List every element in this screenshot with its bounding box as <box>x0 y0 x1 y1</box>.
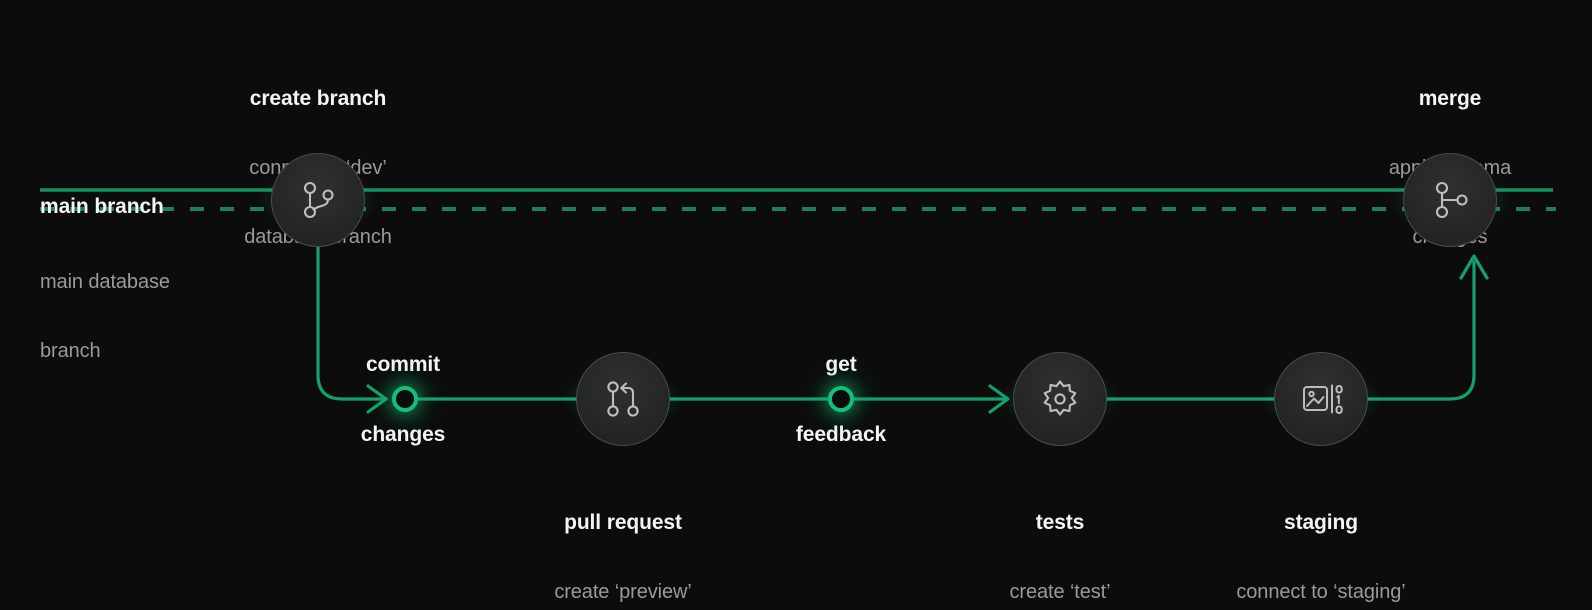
pull-request-subtitle-line1: create ‘preview’ <box>554 580 692 603</box>
node-create-branch[interactable] <box>271 153 365 247</box>
tests-title: tests <box>1035 510 1085 534</box>
label-commit-changes: commit changes <box>361 308 446 491</box>
main-database-branch-line1: main database <box>40 270 170 293</box>
image-binary-icon <box>1297 375 1345 423</box>
flow-tests-arrow <box>988 384 1010 414</box>
main-branch-label-text: main branch <box>40 194 164 218</box>
commit-changes-title-line1: commit <box>365 352 441 376</box>
staging-title: staging <box>1284 510 1358 534</box>
main-database-branch-line2: branch <box>40 339 101 362</box>
get-feedback-title-line1: get <box>825 352 857 376</box>
node-merge[interactable] <box>1403 153 1497 247</box>
gear-icon <box>1036 375 1084 423</box>
get-feedback-title-line2: feedback <box>795 422 887 446</box>
node-get-feedback[interactable] <box>828 386 854 412</box>
git-merge-icon <box>1426 176 1474 224</box>
git-pull-request-icon <box>599 375 647 423</box>
tests-subtitle-line1: create ‘test’ <box>1009 580 1111 603</box>
node-commit-changes[interactable] <box>392 386 418 412</box>
main-branch-label: main branch <box>40 150 164 263</box>
staging-subtitle-line1: connect to ‘staging’ <box>1236 580 1406 603</box>
label-tests: tests create ‘test’ database branch <box>986 466 1134 610</box>
commit-changes-title-line2: changes <box>360 422 446 446</box>
label-pull-request: pull request create ‘preview’ database b… <box>549 466 697 610</box>
create-branch-title: create branch <box>249 86 387 110</box>
git-branch-icon <box>294 176 342 224</box>
label-staging: staging connect to ‘staging’ database br… <box>1236 466 1405 610</box>
node-tests[interactable] <box>1013 352 1107 446</box>
node-staging[interactable] <box>1274 352 1368 446</box>
node-pull-request[interactable] <box>576 352 670 446</box>
pull-request-title: pull request <box>564 510 682 534</box>
merge-title: merge <box>1418 86 1482 110</box>
main-database-branch-label: main database branch <box>40 226 170 407</box>
label-get-feedback: get feedback <box>796 308 886 491</box>
